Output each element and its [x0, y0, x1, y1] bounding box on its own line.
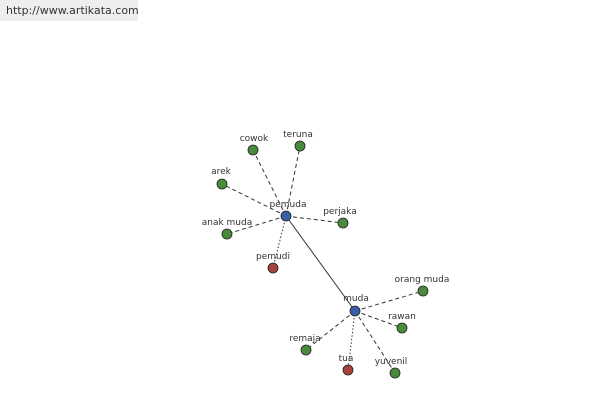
node-pemuda[interactable] [280, 210, 292, 222]
node-label-arek[interactable]: arek [211, 167, 232, 177]
edge-muda-yuvenil [354, 310, 396, 374]
node-anak-muda[interactable] [221, 228, 233, 240]
node-label-tua[interactable]: tua [339, 354, 354, 364]
node-pemudi[interactable] [267, 262, 279, 274]
node-muda[interactable] [349, 305, 361, 317]
edge-muda-remaja [305, 310, 356, 351]
node-orang-muda[interactable] [417, 285, 429, 297]
labels-layer: pemuda muda cowok teruna arek perjaka anak mud… [202, 130, 450, 367]
node-label-pemudi[interactable]: pemudi [256, 252, 290, 262]
node-yuvenil[interactable] [389, 367, 401, 379]
edge-muda-rawan [354, 310, 403, 329]
node-label-cowok[interactable]: cowok [240, 134, 269, 144]
node-rawan[interactable] [396, 322, 408, 334]
node-label-teruna[interactable]: teruna [283, 130, 313, 140]
node-label-yuvenil[interactable]: yuvenil [375, 357, 408, 367]
node-label-pemuda[interactable]: pemuda [270, 200, 307, 210]
nodes-layer [216, 140, 429, 379]
edges-layer [221, 145, 424, 374]
edge-muda-orang-muda [354, 290, 424, 312]
node-label-remaja[interactable]: remaja [289, 334, 320, 344]
node-cowok[interactable] [247, 144, 259, 156]
node-label-perjaka[interactable]: perjaka [323, 207, 357, 217]
node-label-muda[interactable]: muda [343, 294, 369, 304]
edge-pemuda-arek [221, 183, 287, 217]
edge-pemuda-muda [285, 215, 356, 312]
edge-pemuda-cowok [252, 149, 287, 217]
node-teruna[interactable] [294, 140, 306, 152]
node-perjaka[interactable] [337, 217, 349, 229]
edge-muda-tua [347, 310, 356, 371]
site-url-link[interactable]: http://www.artikata.com [0, 0, 139, 21]
node-label-orang-muda[interactable]: orang muda [395, 275, 450, 285]
node-label-anak-muda[interactable]: anak muda [202, 218, 253, 228]
edge-pemuda-teruna [285, 145, 301, 217]
node-arek[interactable] [216, 178, 228, 190]
node-tua[interactable] [342, 364, 354, 376]
edge-pemuda-perjaka [285, 215, 344, 224]
node-label-rawan[interactable]: rawan [388, 312, 416, 322]
edge-pemuda-anak-muda [226, 215, 287, 235]
node-remaja[interactable] [300, 344, 312, 356]
